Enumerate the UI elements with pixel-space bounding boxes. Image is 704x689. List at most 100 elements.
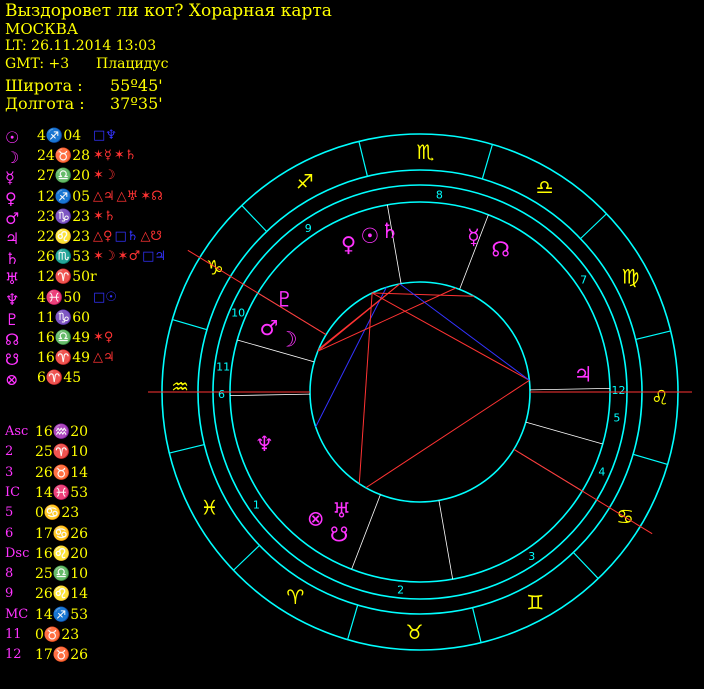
planet-glyph-on-wheel: ♀ — [341, 232, 356, 256]
sign-boundary — [471, 607, 482, 643]
planet-position: 4♓50 — [37, 289, 82, 306]
house-cusp-line — [386, 204, 402, 284]
house-cusp-label: 5 — [5, 505, 14, 521]
house-cusp-label: Asc — [5, 424, 29, 439]
house-cusp-label: 2 — [5, 444, 14, 460]
sign-boundary — [233, 544, 260, 571]
house-cusp-label: 12 — [5, 647, 22, 663]
sign-boundary — [580, 213, 607, 240]
planet-aspects: ✶♀ — [93, 330, 115, 345]
house-cusp-line — [230, 393, 311, 397]
sign-boundary — [358, 141, 369, 177]
aspect-entry: ✶♀ — [93, 330, 114, 345]
house-cusp-position: 25♈10 — [35, 444, 89, 461]
house-number: 12 — [611, 384, 625, 397]
house-cusp-line — [438, 500, 454, 580]
house-cusp-position: 0♋23 — [35, 505, 80, 522]
zodiac-sign-glyph: ♏ — [416, 140, 434, 164]
planet-glyph-on-wheel: ♃ — [574, 363, 593, 387]
planet-position: 11♑60 — [37, 309, 91, 326]
house-cusp-position: 26♉14 — [35, 464, 89, 481]
planet-glyph: ♇ — [5, 309, 20, 329]
aspect-entry: △♃ — [93, 350, 115, 366]
house-cusp-position: 26♌14 — [35, 586, 89, 603]
sign-boundary — [172, 319, 208, 331]
house-cusp-label: 8 — [5, 566, 14, 582]
planet-position: 26♏53 — [37, 249, 91, 266]
zodiac-sign-glyph: ♉ — [406, 620, 424, 644]
planet-aspects: △♀□♄△☋ — [93, 229, 164, 244]
house-system-label: Плацидус — [96, 56, 169, 72]
aspect-entry: □♄ — [114, 229, 139, 244]
planet-glyph-on-wheel: ♂ — [260, 316, 279, 340]
zodiac-sign-glyph: ♍ — [622, 265, 640, 289]
planet-aspects: □♆ — [93, 128, 119, 143]
planet-glyph: ♃ — [5, 229, 20, 248]
house-cusp-position: 17♋26 — [35, 525, 89, 542]
house-number: 8 — [436, 188, 443, 201]
house-cusp-line — [237, 339, 315, 363]
planet-position: 16♈49 — [37, 350, 91, 367]
aspect-line — [372, 292, 475, 297]
planet-glyph-on-wheel: ♄ — [380, 219, 399, 243]
sign-boundary — [572, 552, 599, 579]
house-cusp-label: IC — [5, 484, 21, 500]
imum-coeli-axis — [513, 448, 653, 535]
planet-glyph: ☿ — [5, 168, 15, 188]
zodiac-sign-glyph: ♒ — [171, 375, 189, 399]
longitude-value: 37º35' — [110, 94, 163, 113]
aspect-entry: □♆ — [93, 128, 117, 143]
house-cusp-position: 16♌20 — [35, 545, 89, 562]
house-number: 6 — [218, 388, 225, 401]
planet-glyph-on-wheel: ☽ — [279, 327, 298, 351]
planet-position: 23♑23 — [37, 208, 91, 225]
planet-glyph: ☊ — [5, 330, 20, 349]
aspect-entry: ✶☽ — [93, 168, 116, 184]
sign-boundary — [481, 144, 493, 180]
aspect-entry: □♃ — [142, 249, 167, 265]
house-number: 5 — [613, 412, 620, 425]
house-cusp-label: 9 — [5, 586, 14, 602]
house-cusp-label: 3 — [5, 464, 14, 480]
house-number: 10 — [231, 306, 245, 319]
planet-glyph-on-wheel: ♆ — [255, 432, 274, 456]
planet-aspects: △♃ — [93, 350, 117, 365]
planet-glyph-on-wheel: ☉ — [360, 224, 379, 248]
midheaven-axis — [187, 249, 327, 336]
aspect-entry: ✶♄ — [113, 148, 137, 164]
house-cusp-position: 14♓53 — [35, 484, 89, 501]
planet-position: 16♎49 — [37, 330, 91, 346]
house-cusp-line — [525, 421, 603, 445]
planet-position: 24♉28 — [37, 148, 91, 165]
aspect-line — [358, 292, 373, 484]
aspect-line — [315, 287, 387, 428]
house-number: 1 — [253, 498, 260, 511]
planet-glyph: ☋ — [5, 350, 20, 370]
house-number: 11 — [216, 360, 230, 373]
house-number: 3 — [528, 550, 535, 563]
planet-glyph: ⊗ — [5, 370, 19, 390]
planet-position: 6♈45 — [37, 370, 82, 387]
planet-aspects: ✶♄ — [93, 209, 118, 224]
sign-boundary — [347, 604, 359, 640]
house-cusp-position: 16♒20 — [35, 424, 89, 440]
house-cusp-label: MC — [5, 606, 29, 622]
house-number: 9 — [305, 222, 312, 235]
house-cusp-label: Dsc — [5, 545, 30, 561]
city-label: МОСКВА — [5, 20, 79, 38]
sign-boundary — [241, 205, 268, 232]
aspect-entry: ✶☊ — [140, 188, 163, 204]
house-cusp-label: 11 — [5, 627, 22, 642]
planet-aspects: □☉ — [93, 290, 119, 305]
latitude-label: Широта : — [5, 76, 83, 95]
sign-boundary — [632, 453, 668, 465]
latitude-row: Широта : 55º45' — [5, 76, 163, 95]
house-number: 7 — [580, 274, 587, 287]
latitude-value: 55º45' — [110, 76, 163, 95]
house-number: 4 — [598, 466, 605, 479]
planet-glyph: ♀ — [5, 188, 17, 208]
zodiac-sign-glyph: ♌ — [651, 385, 669, 409]
sign-boundary — [169, 443, 205, 454]
aspect-entry: △☋ — [140, 229, 162, 244]
house-cusp-line — [459, 214, 489, 290]
